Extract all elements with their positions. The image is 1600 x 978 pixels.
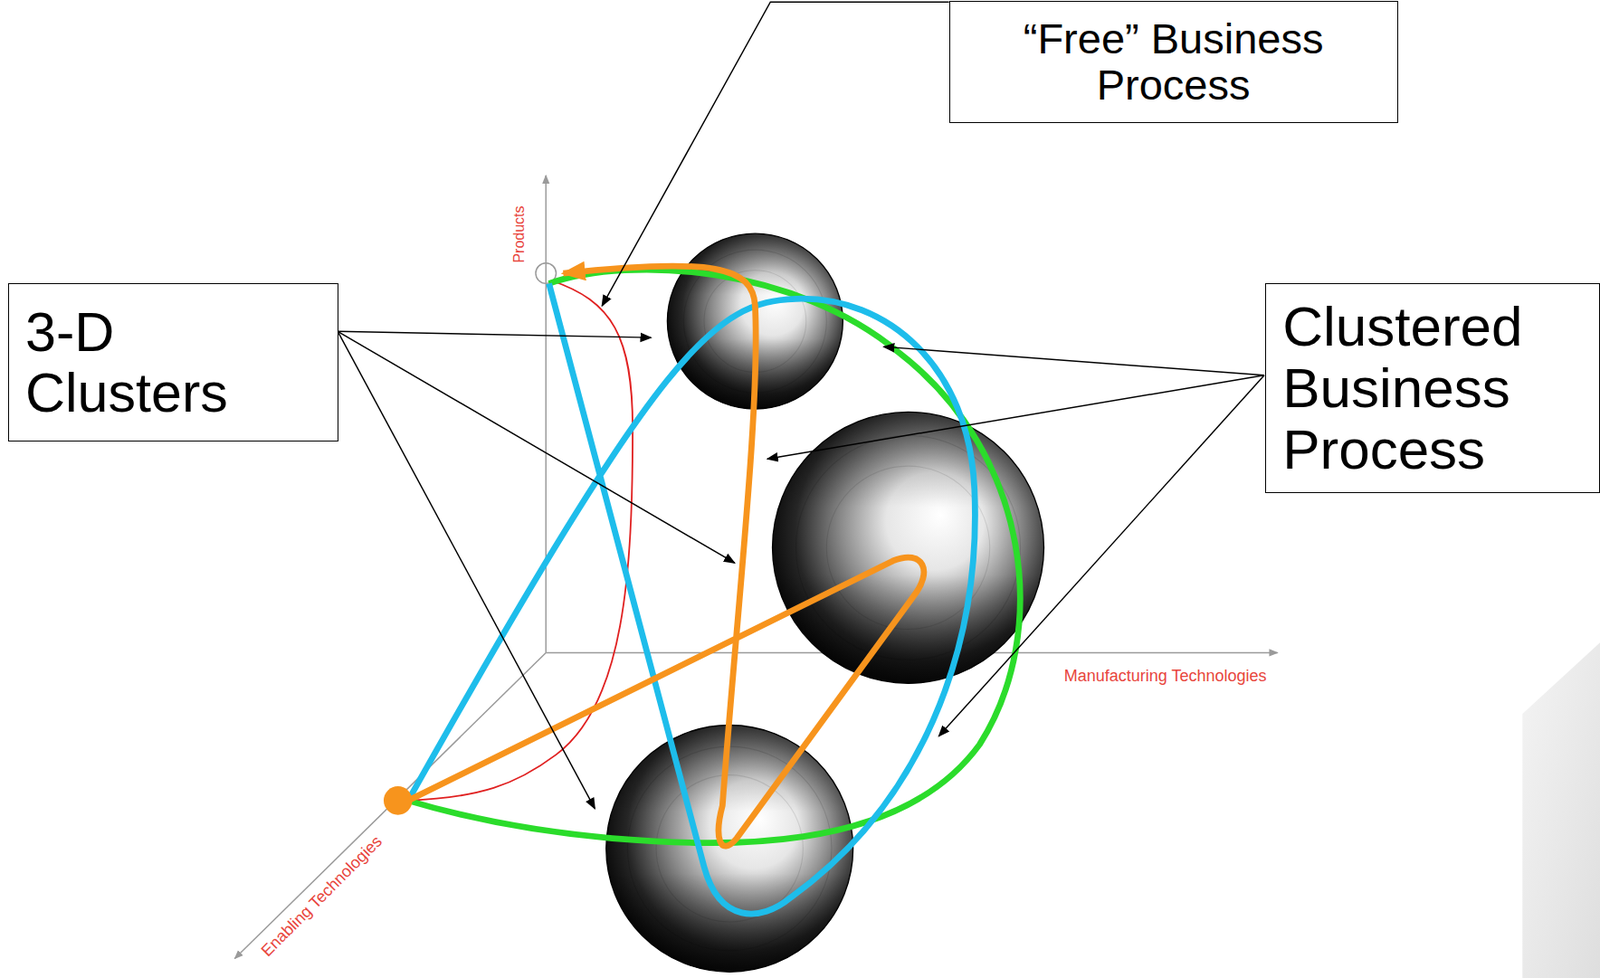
callout-box: Clustered Business Process bbox=[1265, 283, 1600, 493]
callout-text: Clustered Business Process bbox=[1282, 295, 1583, 482]
callout-box: “Free” Business Process bbox=[949, 0, 1399, 124]
clustered-process-orange bbox=[408, 266, 924, 847]
axis-label: Enabling Technologies bbox=[258, 833, 387, 962]
axis-label: Manufacturing Technologies bbox=[1064, 667, 1267, 686]
axis-label: Products bbox=[511, 206, 528, 264]
enabling-axis bbox=[234, 652, 546, 959]
sphere bbox=[772, 411, 1045, 684]
free-process-curve bbox=[408, 280, 633, 801]
leader-line bbox=[601, 1, 949, 306]
leader-lines bbox=[337, 1, 1265, 810]
sphere bbox=[606, 724, 854, 972]
spheres bbox=[606, 233, 1045, 972]
callout-box: 3-D Clusters bbox=[8, 283, 339, 442]
callout-text: “Free” Business Process bbox=[962, 15, 1385, 109]
products-axis bbox=[545, 175, 547, 654]
callout-text: 3-D Clusters bbox=[25, 302, 322, 424]
axes bbox=[234, 175, 1277, 960]
leader-line bbox=[767, 375, 1265, 459]
leader-line bbox=[337, 331, 595, 810]
clustered-process-blue bbox=[408, 283, 975, 915]
leader-line bbox=[883, 346, 1265, 376]
leader-line bbox=[337, 331, 651, 338]
leader-line bbox=[337, 331, 735, 563]
start-dot bbox=[383, 786, 413, 816]
watermark-shape bbox=[1522, 642, 1600, 978]
